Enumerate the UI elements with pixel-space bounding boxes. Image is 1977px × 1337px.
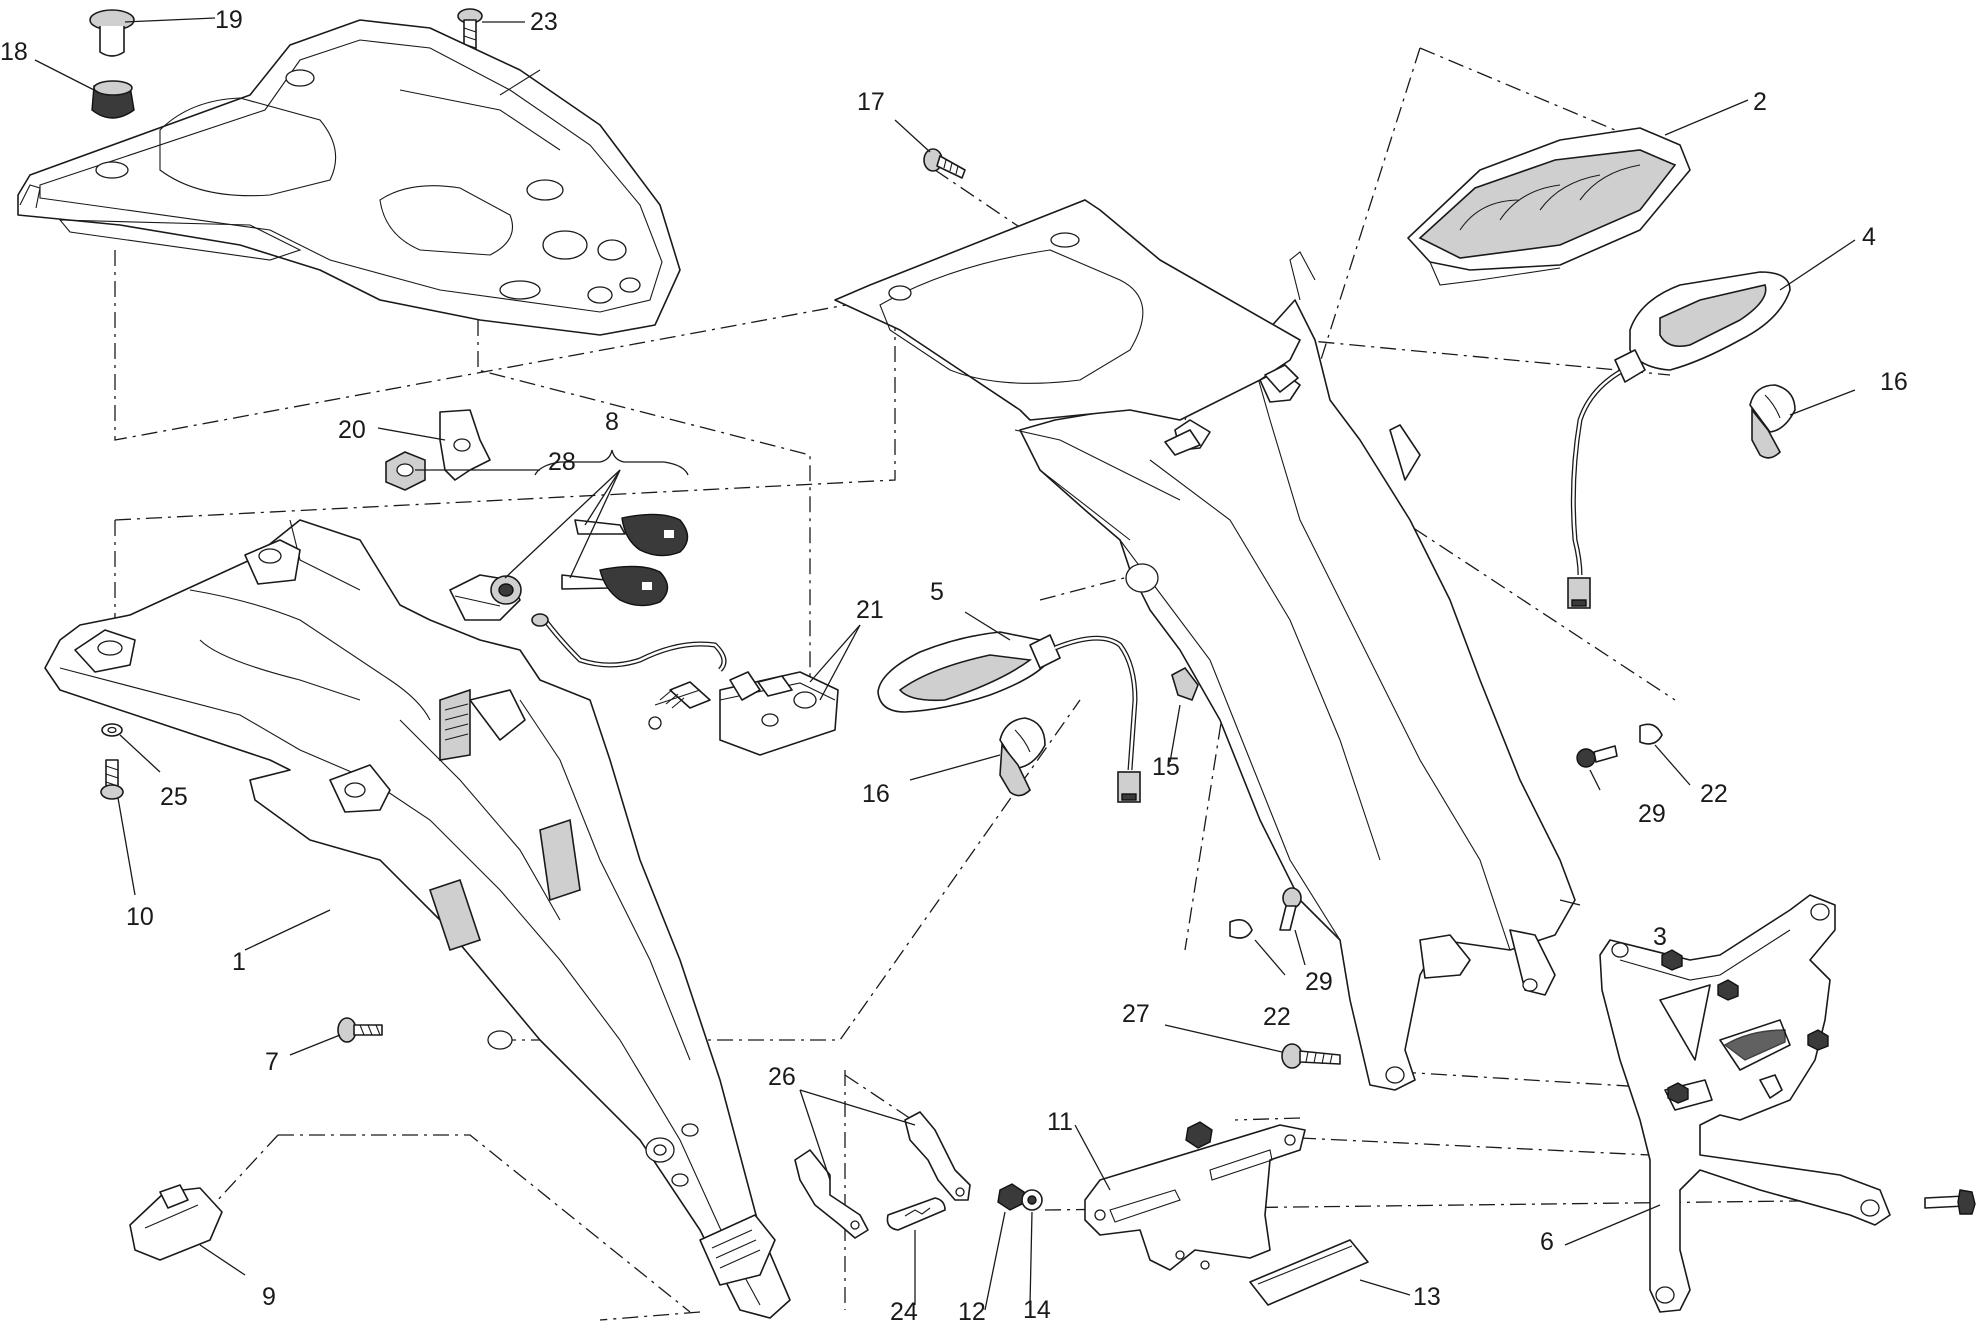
part-22-washer-lower <box>1229 919 1253 939</box>
callout-6: 6 <box>1540 1228 1554 1256</box>
part-4-turn-signal-right <box>1567 271 1791 609</box>
callout-20: 20 <box>338 416 366 444</box>
callout-29-lower: 29 <box>1305 968 1333 996</box>
part-1-rear-undertray <box>44 519 791 1319</box>
part-19-screw <box>89 9 135 57</box>
callout-4: 4 <box>1862 223 1876 251</box>
part-29-screw-right <box>1576 745 1618 768</box>
callout-14: 14 <box>1023 1296 1051 1324</box>
part-26-bracket-left <box>794 1149 869 1239</box>
callout-16-right: 16 <box>1880 368 1908 396</box>
part-8-brace <box>534 449 689 476</box>
part-16-bulb-right <box>1749 384 1796 459</box>
callout-29-right: 29 <box>1638 800 1666 828</box>
part-18-nut <box>91 80 135 119</box>
callout-11: 11 <box>1047 1108 1073 1136</box>
part-12-nut <box>997 1183 1025 1211</box>
callout-18: 18 <box>0 38 28 66</box>
part-11-plate-bracket <box>1084 1124 1306 1271</box>
callout-22-lower: 22 <box>1263 1003 1291 1031</box>
part-29-screw-lower <box>1279 887 1302 931</box>
seat-support-plate <box>17 19 681 336</box>
callout-27: 27 <box>1122 1000 1150 1028</box>
part-25-washer <box>101 723 123 737</box>
callout-2: 2 <box>1753 88 1767 116</box>
callout-19: 19 <box>215 6 243 34</box>
part-20-nut <box>385 451 426 491</box>
callout-3: 3 <box>1653 923 1667 951</box>
callout-13: 13 <box>1413 1283 1441 1311</box>
part-24-bulb <box>886 1197 946 1231</box>
callout-21: 21 <box>856 596 884 624</box>
callout-16-left: 16 <box>862 780 890 808</box>
callout-26: 26 <box>768 1063 796 1091</box>
callout-labels: 1 2 3 4 5 6 7 8 9 10 11 12 13 14 15 16 1… <box>0 6 1908 1326</box>
part-17-screw <box>923 148 966 179</box>
part-12-top-nut <box>1185 1121 1213 1149</box>
part-9-cover <box>129 1184 223 1261</box>
part-21-cable <box>531 613 727 730</box>
part-7-screw <box>337 1017 383 1043</box>
part-5-turn-signal-left <box>877 631 1141 803</box>
callout-24: 24 <box>890 1298 918 1326</box>
part-8-key-lower <box>561 565 669 607</box>
part-22-washer-right <box>1639 723 1663 745</box>
callout-8: 8 <box>605 408 619 436</box>
part-8-key-upper <box>574 513 689 557</box>
part-13-reflector <box>1249 1239 1369 1306</box>
part-14-washer <box>1021 1189 1043 1211</box>
part-23-screw <box>457 8 483 55</box>
part-15-clip <box>1171 666 1199 702</box>
callout-15: 15 <box>1152 753 1180 781</box>
part-27-screw <box>1281 1043 1341 1069</box>
callout-5: 5 <box>930 578 944 606</box>
callout-28: 28 <box>548 448 576 476</box>
callout-25: 25 <box>160 783 188 811</box>
callout-1: 1 <box>232 948 246 976</box>
part-21-latch <box>719 671 839 756</box>
callout-22-right: 22 <box>1700 780 1728 808</box>
screw-plate-holder-right <box>1924 1189 1976 1215</box>
part-3-seat-tray <box>834 199 1301 456</box>
part-28-bracket <box>439 409 491 481</box>
part-8-lock-cylinder <box>449 574 522 621</box>
callout-9: 9 <box>262 1283 276 1311</box>
callout-23: 23 <box>530 8 558 36</box>
leader-lines <box>34 17 1856 1311</box>
callout-7: 7 <box>265 1048 279 1076</box>
part-2-tail-light <box>1407 127 1691 286</box>
part-16-bulb-left <box>999 717 1046 797</box>
callout-10: 10 <box>126 903 154 931</box>
part-10-screw <box>100 759 124 800</box>
callout-17: 17 <box>857 88 885 116</box>
part-3-tail-frame <box>839 199 1576 1091</box>
part-6-plate-holder <box>1599 894 1891 1313</box>
callout-12: 12 <box>958 1298 986 1326</box>
part-26-bracket-right <box>904 1111 971 1201</box>
